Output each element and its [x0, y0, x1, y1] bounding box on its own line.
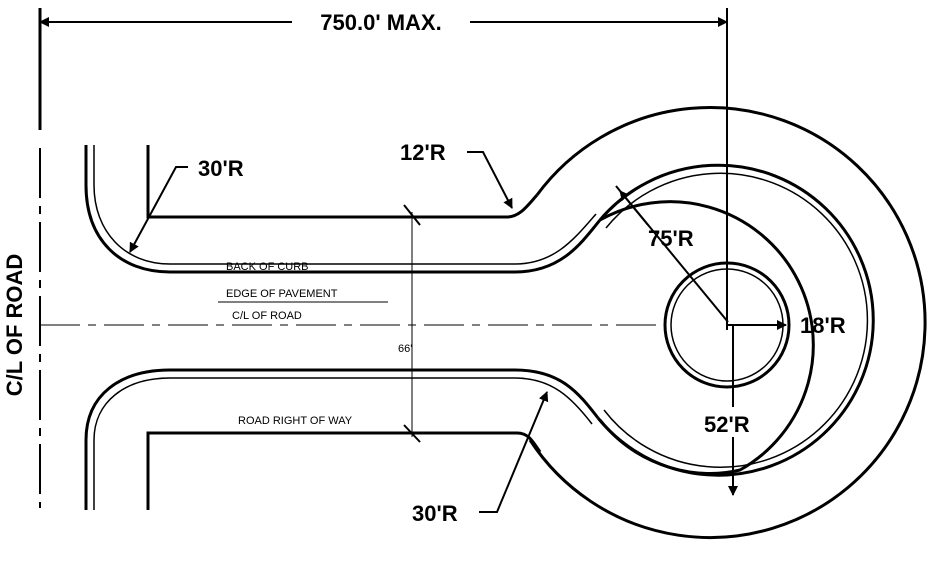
island-outer-circle: [663, 261, 791, 389]
max-length-dimension: 750.0' MAX.: [38, 8, 728, 330]
row-width-label: 66': [398, 343, 412, 355]
lower-right-of-way-line: [146, 431, 542, 510]
cul-de-sac-outer: [528, 106, 927, 539]
row-tick-top: [403, 204, 421, 226]
radius-label-52r: 52'R: [704, 412, 750, 437]
radius-label-12r: 12'R: [400, 140, 446, 165]
outer-pavement-arc: [603, 172, 869, 468]
upper-back-of-curb: [84, 145, 815, 475]
radius-label-18r: 18'R: [800, 313, 846, 338]
leader-12r: [467, 151, 513, 209]
vertical-centerline: C/L OF ROAD: [2, 148, 41, 508]
callout-30r-upper: 30'R: [129, 156, 244, 253]
outer-curb-arc: [596, 163, 875, 477]
radius-label-30r-lower: 30'R: [412, 501, 458, 526]
lower-road: [84, 368, 600, 510]
leader-30r-lower: [479, 391, 549, 513]
leader-30r-upper: [129, 166, 188, 253]
radius-label-30r-upper: 30'R: [198, 156, 244, 181]
label-bg-52r: [703, 407, 761, 437]
row-tick-bottom: [403, 424, 421, 443]
vertical-centerline-label: C/L OF ROAD: [2, 254, 27, 397]
callout-52r: 52'R: [703, 325, 761, 496]
edge-of-pavement-label: EDGE OF PAVEMENT: [226, 288, 338, 300]
arrow-75r: [619, 190, 649, 226]
radius-label-75r: 75'R: [648, 226, 694, 251]
callout-12r: 12'R: [400, 140, 513, 209]
upper-road: [84, 145, 815, 475]
lower-back-of-curb: [84, 368, 600, 510]
right-of-way-bulb: [528, 106, 927, 539]
back-of-curb-label: BACK OF CURB: [226, 261, 309, 273]
centerline-label: C/L OF ROAD: [232, 310, 302, 322]
callout-18r: 18'R: [727, 313, 846, 338]
right-of-way-label: ROAD RIGHT OF WAY: [238, 415, 353, 427]
row-width-dimension: 66': [398, 204, 421, 443]
upper-edge-of-pavement: [93, 145, 597, 265]
callout-30r-lower: 30'R: [412, 391, 549, 526]
lower-edge-of-pavement: [93, 377, 593, 510]
max-length-label: 750.0' MAX.: [320, 10, 441, 35]
callout-75r: 75'R: [615, 185, 729, 323]
upper-right-of-way-line: [146, 145, 539, 219]
